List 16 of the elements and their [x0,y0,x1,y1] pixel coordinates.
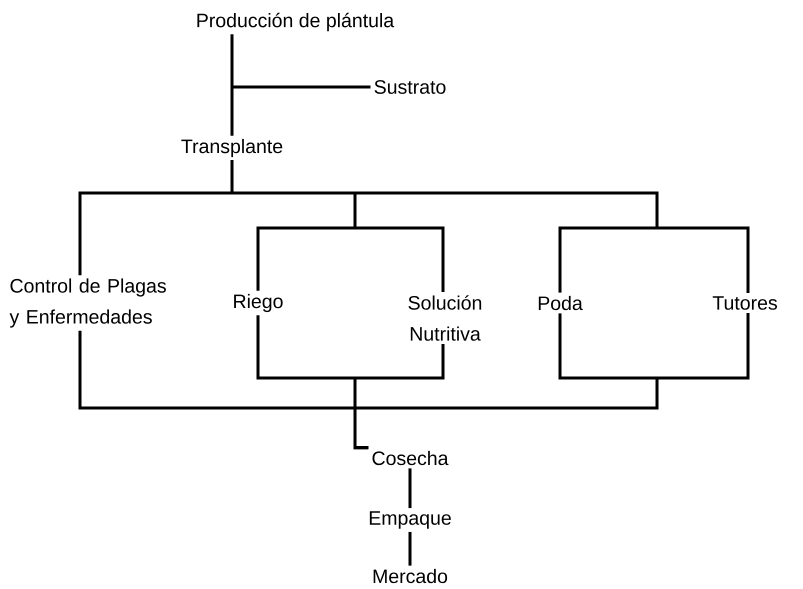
node-label: Producción de plántula [197,12,394,32]
node-label: Mercado [374,568,448,584]
connector-line [408,532,412,566]
connector-line [408,468,412,508]
node-label: Sustrato [374,80,446,94]
node-label: Cosecha [372,450,448,466]
node-label: Riego [234,294,283,312]
node-label: Poda [538,296,583,310]
node-label: Transplante [181,138,282,158]
node-label: Tutores [712,296,777,310]
node-label: Empaque [370,511,451,529]
node-label: Control de Plagas y Enfermedades [10,278,166,328]
connector-line [230,160,750,293]
node-label: Solución Nutritiva [408,295,482,341]
connector-line [354,313,750,450]
connector-line [230,34,234,136]
